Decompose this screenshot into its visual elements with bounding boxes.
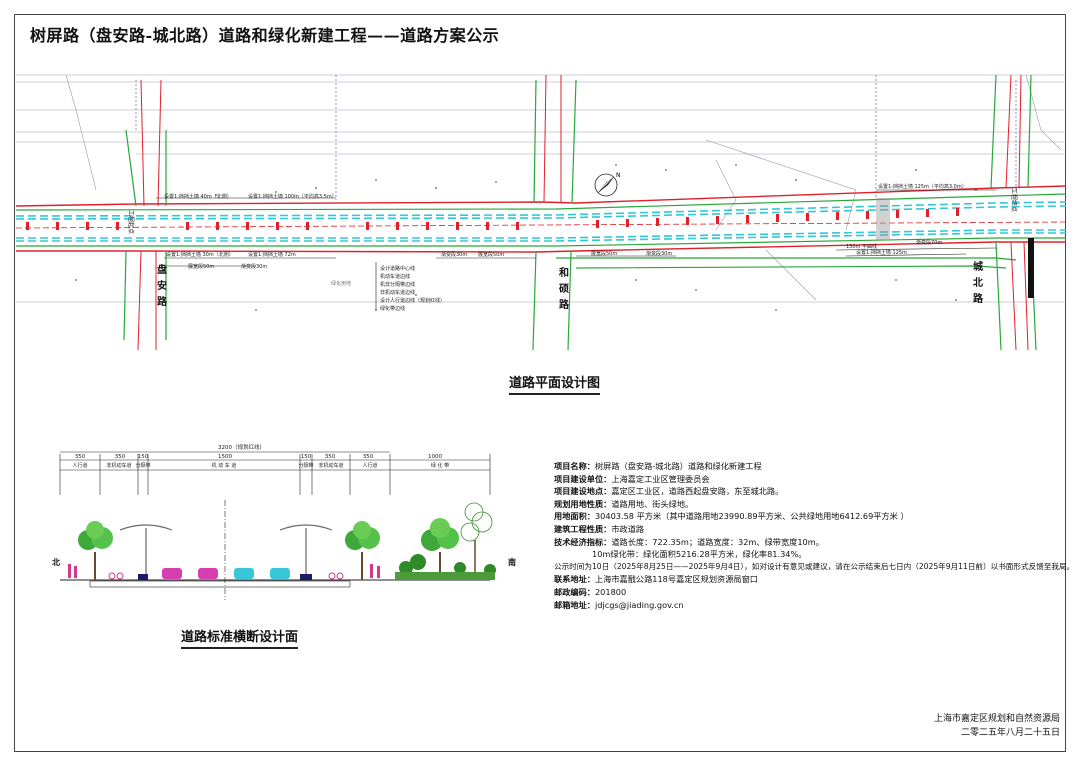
info-row: 技术经济指标：道路长度：722.35m；道路宽度：32m、绿带宽度10m。 (554, 536, 824, 547)
note-dim-50m-c: 展宽段50m (591, 250, 617, 257)
note-dim-130m: 130m 平曲线 (846, 243, 877, 250)
legend-item: 设计道路中心线 (380, 265, 415, 272)
lane-label: 人行道 (362, 462, 377, 469)
note-dim-50m-b: 展宽段50m (478, 251, 504, 258)
car-icon (234, 568, 254, 579)
end-label: 工程终点 (1010, 188, 1018, 212)
page-title: 树屏路（盘安路-城北路）道路和绿化新建工程——道路方案公示 (30, 26, 500, 45)
car-icon (198, 568, 218, 579)
note-wall-left-bottom-1: 设置1:挡挡土墙 30m（北侧） (166, 251, 234, 258)
start-label: 工程起点 (127, 210, 135, 234)
hatch-block (876, 198, 890, 240)
road-name-heshuo: 硕 (559, 283, 569, 295)
north-arrow-icon: N (594, 172, 621, 197)
note-wall-left-1: 设置1:挡挡土墙 40m（北侧） (164, 193, 232, 200)
section-width: 350 (115, 454, 126, 460)
info-row: 建筑工程性质：市政道路 (554, 523, 645, 534)
issuer-date: 二零二五年八月二十五日 (960, 728, 1060, 738)
info-row: 公示时间为10日（2025年8月25日——2025年9月4日），如对设计有意见或… (554, 561, 1075, 571)
note-wall-right-top: 设置1:挡挡土墙 125m（平均高3.0m） (878, 183, 967, 190)
info-row: 项目建设地点：嘉定区工业区，道路西起盘安路，东至城北路。 (554, 486, 784, 497)
section-width: 1500 (218, 454, 232, 460)
info-row: 邮政编码：201800 (554, 586, 627, 597)
section-width: 350 (325, 454, 336, 460)
dimension-lines (156, 189, 997, 310)
legend-item: 设计人行道边线（规划红线） (380, 297, 445, 304)
legend-item: 非机动车道边线 (380, 289, 415, 296)
note-dim-30m-a: 渐变段30m (241, 263, 267, 270)
lane-label: 绿 化 带 (431, 462, 449, 469)
note-dim-50m-a: 展宽段50m (188, 263, 214, 270)
street-lamp-icon (279, 524, 333, 580)
car-icon (162, 568, 182, 579)
lane-label: 分隔带 (135, 462, 150, 469)
road-name-chengbei: 城 (973, 260, 983, 273)
note-dim-70m: 渐变段70m (916, 239, 942, 246)
lane-label: 人行道 (72, 462, 87, 469)
note-dim-30m-c: 渐变段30m (646, 250, 672, 257)
legend-item: 绿化带边线 (380, 305, 405, 312)
plan-legend: 设计道路中心线 机动车道边线 机非分隔带边线 非机动车道边线 设计人行道边线（规… (380, 265, 445, 312)
red-boundary-lines (16, 185, 1066, 253)
road-plan-drawing: N 设置1:挡挡土墙 40m（北侧） 设置1:挡挡土墙 100m（平均高3.5m… (16, 74, 1066, 351)
section-width: 350 (75, 454, 86, 460)
bike-icon (68, 564, 380, 580)
info-row: 规划用地性质：道路用地、街头绿地。 (554, 498, 694, 509)
svg-text:N: N (616, 172, 621, 179)
lane-label: 分隔带 (298, 462, 313, 469)
drawing-frame (14, 14, 1066, 752)
note-faint-mark: 绿化用地 (331, 280, 351, 287)
note-dim-30m-b: 渐变段30m (441, 251, 467, 258)
cross-red-lines (137, 74, 1029, 351)
lane-label: 非机动车道 (318, 462, 343, 469)
tree-icon (78, 521, 113, 580)
section-width: 350 (363, 454, 374, 460)
road-name-panan: 路 (157, 295, 168, 308)
road-name-chengbei: 北 (973, 276, 983, 289)
project-info: 项目名称：树屏路（盘安路-城北路）道路和绿化新建工程 项目建设单位：上海嘉定工业… (554, 460, 1075, 611)
road-name-heshuo: 和 (558, 266, 569, 279)
issuer-block: 上海市嘉定区规划和自然资源局 二零二五年八月二十五日 (934, 712, 1060, 740)
lane-label: 机 动 车 道 (212, 462, 237, 469)
note-wall-left-2: 设置1:挡挡土墙 100m（平均高3.5m） (248, 193, 337, 200)
note-wall-right-bottom: 设置1:挡挡土墙 125m (856, 249, 907, 256)
issuer-org: 上海市嘉定区规划和自然资源局 (933, 714, 1060, 724)
lane-label: 非机动车道 (106, 462, 131, 469)
note-wall-left-bottom-2: 设置1:挡挡土墙 72m (248, 251, 296, 258)
legend-item: 机动车道边线 (380, 273, 410, 280)
info-row: 邮箱地址：jdjcgs@jiading.gov.cn (554, 599, 684, 610)
car-icon (270, 568, 290, 579)
section-total-label: 3200（规划红线） (218, 443, 265, 451)
tree-icon (421, 518, 459, 580)
road-name-heshuo: 路 (559, 298, 570, 311)
end-marker-block (1028, 238, 1034, 298)
north-label: 北 (52, 557, 60, 567)
road-name-panan: 盘 (157, 263, 167, 276)
cyan-lane-lines (16, 201, 1066, 242)
legend-item: 机非分隔带边线 (380, 281, 415, 288)
street-lamp-icon (119, 524, 173, 580)
plan-caption: 道路平面设计图 (509, 372, 601, 395)
info-row: 联系地址：上海市嘉戬公路118号嘉定区规划资源局窗口 (554, 574, 758, 585)
tree-icon (345, 521, 380, 580)
road-name-panan: 安 (157, 279, 167, 292)
south-label: 南 (508, 557, 516, 567)
tree-markers (26, 208, 959, 230)
section-width: 150 (138, 454, 149, 460)
section-width: 1000 (428, 454, 442, 460)
info-row: 项目建设单位：上海嘉定工业区管理委员会 (554, 473, 710, 484)
info-row: 用地面积：30403.58 平方米（其中道路用地23990.89平方米、公共绿地… (554, 511, 909, 522)
green-belt (395, 572, 495, 580)
info-row: 项目名称：树屏路（盘安路-城北路）道路和绿化新建工程 (554, 461, 762, 471)
info-row: 10m绿化带：绿化面积5216.28平方米，绿化率81.34%。 (592, 549, 807, 560)
median (138, 574, 148, 580)
section-width: 150 (301, 454, 312, 460)
median (300, 574, 312, 580)
green-boundary-lines (16, 74, 1066, 351)
cross-section-drawing: 3200（规划红线） 350 350 150 1500 150 350 350 … (52, 443, 516, 600)
road-name-chengbei: 路 (973, 292, 984, 305)
section-caption: 道路标准横断设计面 (181, 626, 299, 649)
